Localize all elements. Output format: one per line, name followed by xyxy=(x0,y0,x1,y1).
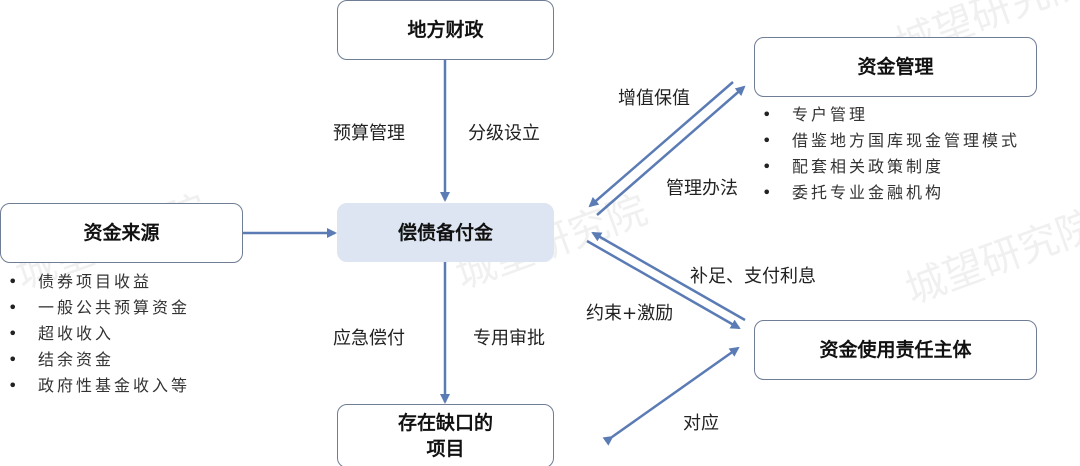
label-management-measures: 管理办法 xyxy=(666,178,738,199)
node-fund-management: 资金管理 xyxy=(754,37,1037,97)
label-budget-management: 预算管理 xyxy=(333,123,405,144)
arrow-reserve-to-management xyxy=(596,85,746,216)
node-responsible-entity: 资金使用责任主体 xyxy=(754,320,1037,380)
label-emergency-repayment: 应急偿付 xyxy=(333,328,405,349)
label-correspondence: 对应 xyxy=(683,413,719,434)
list-item: 政府性基金收入等 xyxy=(8,373,268,399)
label-special-approval: 专用审批 xyxy=(473,328,545,349)
fund-management-list: 专户管理 借鉴地方国库现金管理模式 配套相关政策制度 委托专业金融机构 xyxy=(762,102,1032,206)
list-item: 一般公共预算资金 xyxy=(8,295,268,321)
fund-source-list: 债券项目收益 一般公共预算资金 超收收入 结余资金 政府性基金收入等 xyxy=(8,269,268,399)
list-item: 债券项目收益 xyxy=(8,269,268,295)
label-constraint-incentive: 约束+激励 xyxy=(586,303,674,324)
list-item: 超收收入 xyxy=(8,321,268,347)
arrow-reserve-to-entity xyxy=(586,239,741,330)
arrow-entity-to-reserve xyxy=(591,231,746,322)
node-local-finance: 地方财政 xyxy=(337,0,554,60)
list-item: 委托专业金融机构 xyxy=(762,180,1032,206)
node-fund-source: 资金来源 xyxy=(0,203,243,263)
list-item: 借鉴地方国库现金管理模式 xyxy=(762,128,1032,154)
label-value-preservation: 增值保值 xyxy=(618,88,690,109)
list-item: 配套相关政策制度 xyxy=(762,154,1032,180)
node-gap-project: 存在缺口的项目 xyxy=(337,404,554,466)
list-item: 专户管理 xyxy=(762,102,1032,128)
arrow-entity-gap-correspondence xyxy=(602,346,740,446)
label-tiered-setup: 分级设立 xyxy=(468,123,540,144)
node-reserve-fund: 偿债备付金 xyxy=(337,203,554,262)
arrow-management-to-reserve xyxy=(588,81,734,208)
list-item: 结余资金 xyxy=(8,347,268,373)
label-supplement-interest: 补足、支付利息 xyxy=(690,266,816,287)
